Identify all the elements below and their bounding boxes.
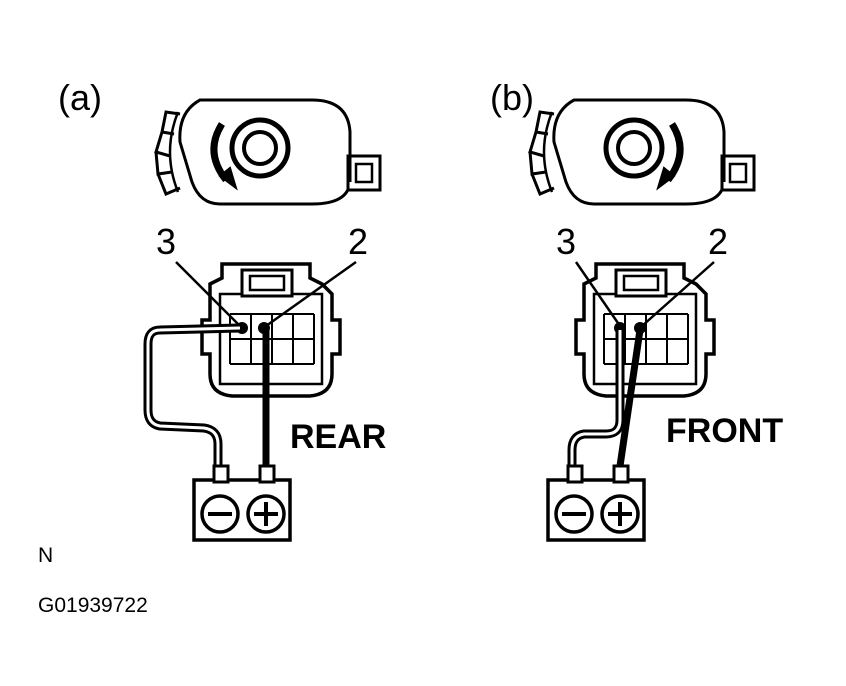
direction-label-b: FRONT	[666, 412, 783, 450]
positive-terminal-icon	[246, 494, 286, 534]
terminal-3-b-label: 3	[556, 221, 576, 262]
leader-2-a	[265, 260, 357, 328]
positive-terminal-icon	[600, 494, 640, 534]
terminal-3-a-label: 3	[156, 221, 176, 262]
battery-a	[192, 464, 292, 542]
negative-terminal-icon	[200, 494, 240, 534]
figure-code: G01939722	[38, 594, 148, 617]
direction-label-a: REAR	[290, 418, 386, 456]
negative-terminal-icon	[554, 494, 594, 534]
motor-a	[154, 98, 382, 206]
terminal-2-a-label: 2	[348, 221, 368, 262]
panel-b-label: (b)	[490, 77, 534, 118]
positive-wire-b	[616, 329, 644, 467]
leader-3-a	[175, 261, 241, 327]
leader-3-b	[574, 261, 622, 327]
leader-2-b	[641, 261, 715, 327]
motor-b	[528, 98, 756, 206]
orientation-label: N	[38, 544, 53, 567]
battery-b	[546, 464, 646, 542]
panel-a-label: (a)	[58, 77, 102, 118]
connector-b	[574, 262, 716, 398]
terminal-2-b-label: 2	[708, 221, 728, 262]
panel-b: (b) 3 2 FRONT	[490, 77, 783, 542]
panel-a: (a) 3 2 REAR	[58, 77, 386, 542]
